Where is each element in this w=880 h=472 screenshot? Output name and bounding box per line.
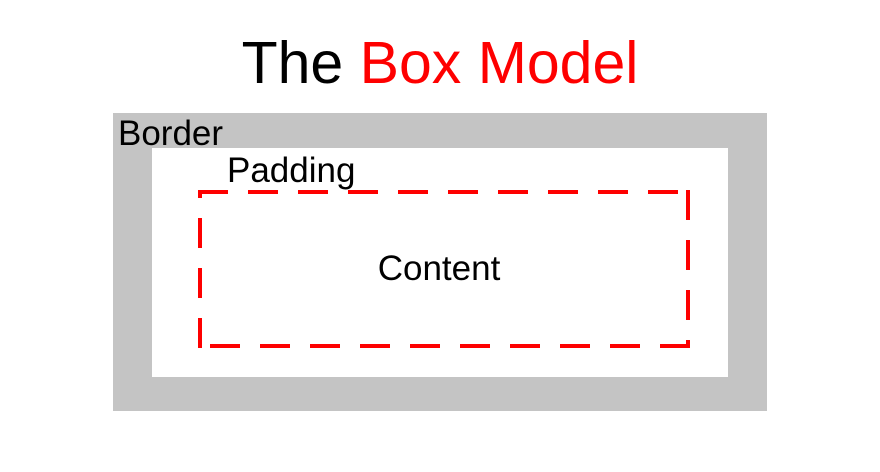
content-label: Content xyxy=(377,248,501,288)
title-red-part: Box Model xyxy=(359,30,639,96)
padding-label: Padding xyxy=(227,151,356,190)
border-region: Border Padding Content xyxy=(113,113,767,411)
padding-region: Padding Content xyxy=(152,148,728,377)
border-label: Border xyxy=(118,114,224,153)
page-title: The Box Model xyxy=(0,28,880,99)
dashed-border-rect xyxy=(198,190,690,348)
content-region: Content xyxy=(198,190,690,348)
title-black-part: The xyxy=(241,30,360,96)
